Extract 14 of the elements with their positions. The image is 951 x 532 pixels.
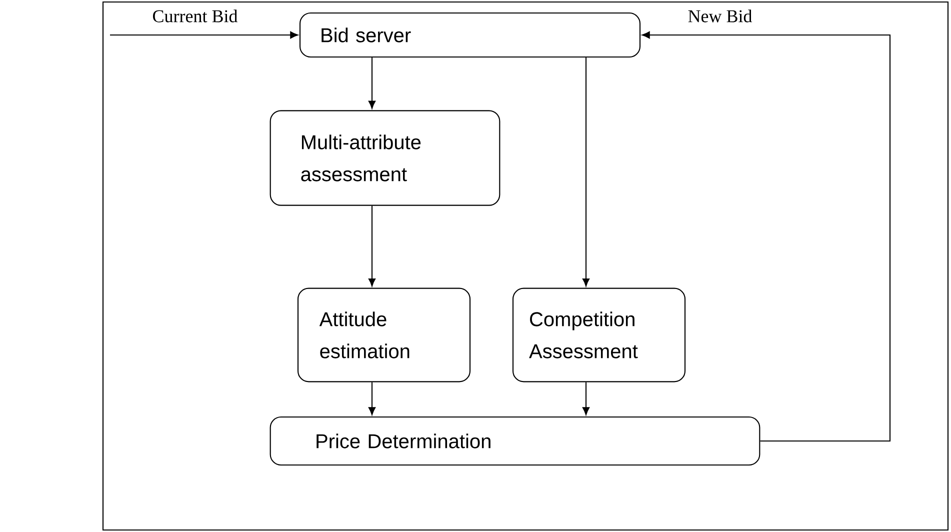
- arrow: [582, 382, 590, 416]
- process-box: Multi-attribute assessment: [270, 110, 500, 206]
- arrow: [642, 31, 891, 442]
- arrow: [368, 382, 376, 416]
- process-box: Attitude estimation: [297, 288, 471, 382]
- process-box: Price Determination: [270, 416, 760, 466]
- edge-label: New Bid: [688, 10, 752, 22]
- arrow: [368, 58, 376, 109]
- process-box: Bid server: [299, 12, 641, 58]
- process-box: Competition Assessment: [512, 288, 686, 382]
- arrow: [368, 206, 376, 286]
- arrow: [110, 31, 298, 39]
- edge-label: Current Bid: [153, 10, 238, 22]
- arrow: [582, 58, 590, 286]
